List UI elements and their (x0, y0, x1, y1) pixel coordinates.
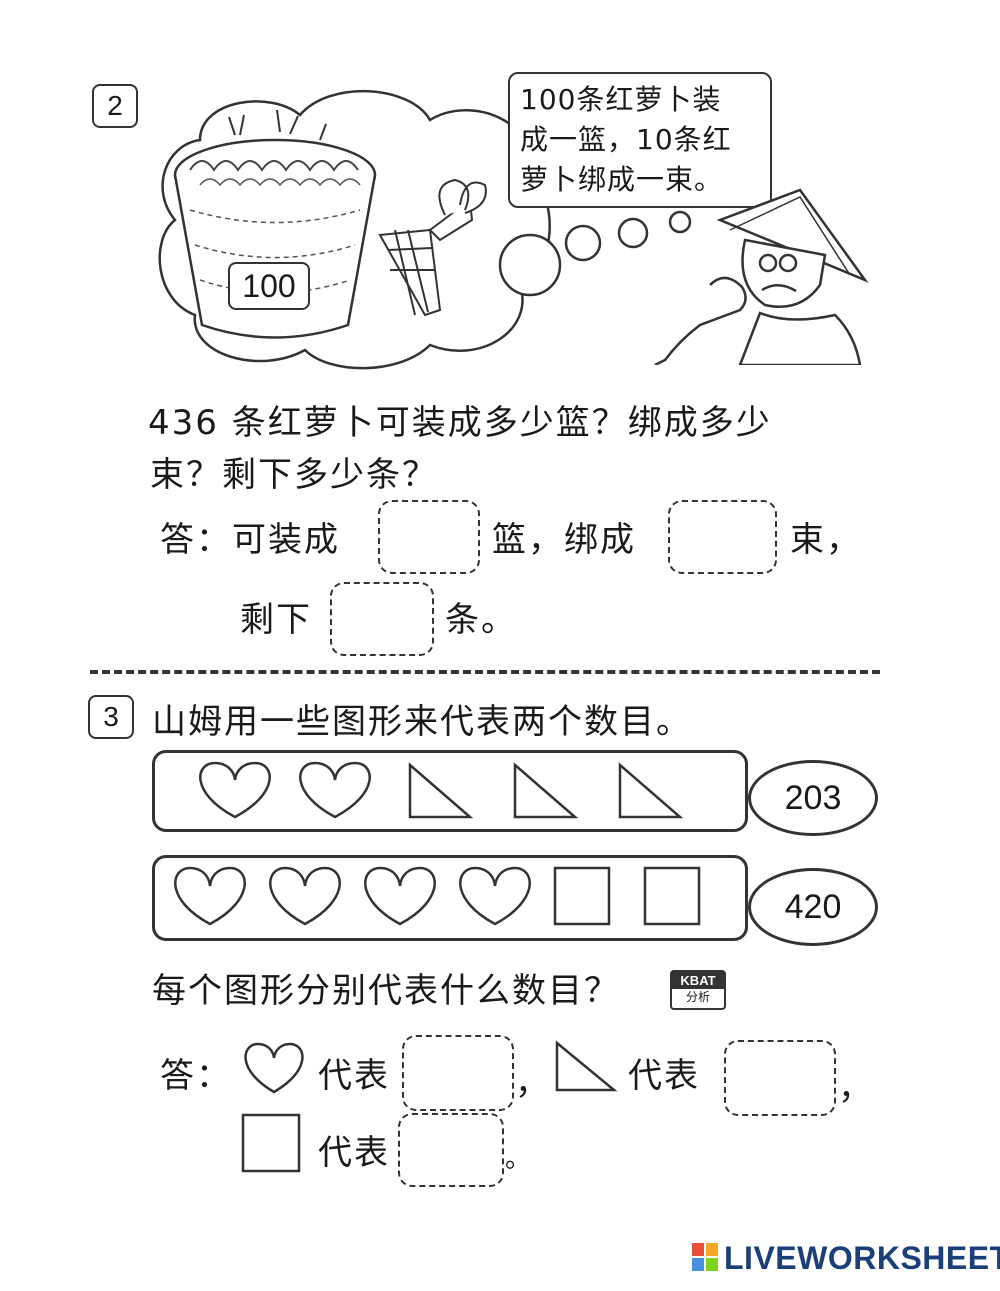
triangle-represents-label: 代表 (628, 1056, 700, 1096)
question-3-number: 3 (88, 695, 134, 739)
triangle-answer-box[interactable] (724, 1040, 838, 1116)
triangle-icon (513, 762, 579, 819)
question-2-line-1: 436 条红萝卜可装成多少篮？绑成多少 (148, 403, 772, 443)
heart-icon (299, 761, 371, 819)
basket-label: 100 (228, 262, 310, 310)
baskets-answer-box[interactable] (378, 500, 482, 574)
heart-answer-box[interactable] (402, 1035, 516, 1111)
heart-icon (364, 866, 436, 926)
triangle-icon (408, 762, 474, 819)
answer-3-comma-1: ， (515, 1063, 551, 1103)
basket-icon (173, 109, 377, 339)
remaining-label: 剩下 (240, 600, 312, 640)
carrot-bundle-icon (378, 178, 487, 317)
kbat-badge: KBAT 分析 (670, 970, 726, 1010)
baskets-input[interactable] (380, 502, 482, 574)
kbat-badge-bottom: 分析 (685, 990, 710, 1004)
heart-value-input[interactable] (404, 1037, 516, 1111)
baskets-unit-label: 篮，绑成 (492, 520, 636, 560)
liveworksheets-logo-icon (692, 1243, 718, 1271)
square-icon (553, 866, 611, 926)
answer-2-prefix: 答：可装成 (160, 520, 340, 560)
heart-icon (459, 866, 531, 926)
heart-represents-label: 代表 (318, 1056, 390, 1096)
answer-3-period: 。 (505, 1144, 534, 1174)
pieces-unit-label: 条。 (445, 600, 517, 640)
heart-icon (199, 761, 271, 819)
heart-icon (244, 1042, 304, 1094)
answer-3-comma-2: ， (838, 1068, 874, 1108)
farmer-illustration (654, 188, 869, 365)
kbat-badge-top: KBAT (672, 972, 724, 989)
heart-icon (174, 866, 246, 926)
question-3-text: 山姆用一些图形来代表两个数目。 (152, 702, 692, 742)
square-icon (241, 1113, 301, 1173)
square-represents-label: 代表 (318, 1133, 390, 1173)
triangle-icon (618, 762, 684, 819)
shape-row-1-shapes (199, 761, 684, 819)
triangle-value-input[interactable] (726, 1042, 838, 1116)
answer-3-prefix: 答： (160, 1056, 232, 1096)
shape-row-2-shapes (174, 866, 701, 926)
heart-icon (269, 866, 341, 926)
bundles-unit-label: 束， (790, 520, 862, 560)
section-divider (90, 670, 880, 674)
bundles-answer-box[interactable] (668, 500, 779, 574)
question-2-line-2: 束？剩下多少条？ (150, 455, 438, 495)
question-3-subtext: 每个图形分别代表什么数目？ (152, 971, 620, 1011)
remaining-input[interactable] (332, 584, 436, 656)
thought-trail (498, 210, 692, 297)
row-2-total: 420 (748, 868, 878, 946)
row-1-total: 203 (748, 760, 878, 836)
square-icon (643, 866, 701, 926)
liveworksheets-brand[interactable]: LIVEWORKSHEETS (724, 1240, 1000, 1276)
remaining-answer-box[interactable] (330, 582, 436, 656)
farmer-icon (654, 188, 869, 365)
speech-bubble: 100条红萝卜装 成一篮，10条红 萝卜绑成一束。 (508, 72, 772, 208)
square-answer-box[interactable] (398, 1113, 506, 1187)
bundles-input[interactable] (670, 502, 779, 574)
question-2-number: 2 (92, 84, 138, 128)
triangle-icon (555, 1040, 618, 1092)
square-value-input[interactable] (400, 1115, 506, 1187)
